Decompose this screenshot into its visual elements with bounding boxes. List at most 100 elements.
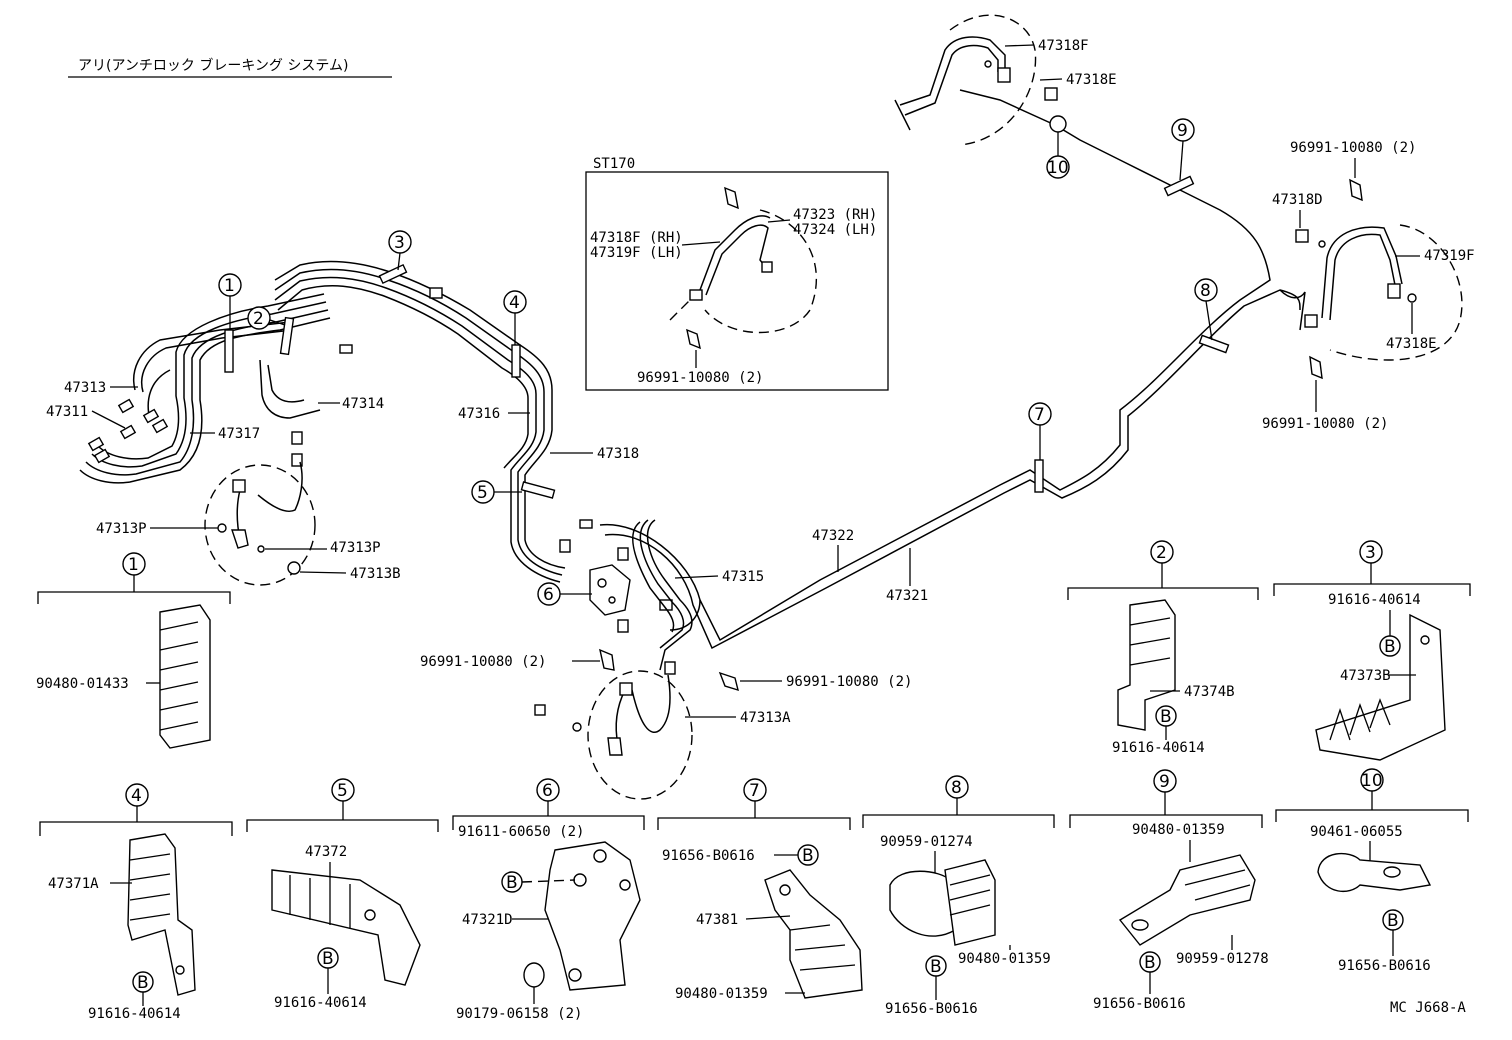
clamp-47374B [1117,599,1176,731]
label-47319F: 47319F [1424,248,1475,264]
label-91656-B0616-p8: 91656-B0616 [885,1001,978,1017]
label-96991-left: 96991-10080 (2) [420,654,546,670]
label-47321D: 47321D [462,912,513,928]
pipe-clamp-markers [224,175,1230,499]
svg-text:6: 6 [542,781,553,801]
svg-text:7: 7 [749,781,760,801]
svg-text:B: B [930,957,942,977]
main-part-labels: 47313 47311 47317 47314 47313P 47313P 47… [46,38,1475,726]
label-47318D: 47318D [1272,192,1323,208]
svg-text:6: 6 [543,585,554,605]
svg-text:3: 3 [394,233,405,253]
label-91616-40614-p5: 91616-40614 [274,995,367,1011]
clamp-47373B [1315,613,1446,761]
label-96991-top-right: 96991-10080 (2) [1290,140,1416,156]
svg-text:B: B [1144,953,1156,973]
label-47318E-right: 47318E [1386,336,1437,352]
detail-panel-2: 2 47374B B 91616-40614 [1067,540,1259,756]
svg-text:B: B [802,846,814,866]
label-47313: 47313 [64,380,106,396]
svg-text:B: B [1384,637,1396,657]
svg-text:B: B [137,973,149,993]
label-90480-01359-p7: 90480-01359 [675,986,768,1002]
front-left-brake-hose [204,461,316,586]
label-91616-40614-p2: 91616-40614 [1112,740,1205,756]
st170-47323-label: 47323 (RH) [793,207,877,223]
svg-text:5: 5 [337,781,348,801]
svg-text:B: B [1160,707,1172,727]
callout-4-main: 4 [503,290,527,345]
label-91616-40614-p4: 91616-40614 [88,1006,181,1022]
detail-panel-1: 1 90480-01433 [36,552,231,749]
label-47318: 47318 [597,446,639,462]
label-47313B: 47313B [350,566,401,582]
abs-actuator-block [589,519,693,671]
st170-47324-label: 47324 (LH) [793,222,877,238]
bracket-47381 [764,869,863,999]
label-47371A: 47371A [48,876,99,892]
callout-7-main: 7 [1028,402,1052,460]
detail-panel-5: 5 47372 B 91616-40614 [246,778,439,1011]
rear-center-brake-hose [534,648,739,800]
svg-text:7: 7 [1034,405,1045,425]
clamp-90480-01433 [159,604,211,749]
svg-text:1: 1 [128,555,139,575]
label-90959-01274: 90959-01274 [880,834,973,850]
callout-6-main: 6 [537,582,592,606]
label-47311: 47311 [46,404,88,420]
label-91611-60650: 91611-60650 (2) [458,824,584,840]
bracket-47321D [544,841,641,991]
label-47313A: 47313A [740,710,791,726]
detail-panel-3: 3 91616-40614 B 47373B [1273,540,1471,761]
callout-10-main: 10 [1046,132,1070,179]
detail-panel-4: 4 47371A B 91616-40614 [39,783,233,1022]
label-47374B: 47374B [1184,684,1235,700]
label-47318E-top: 47318E [1066,72,1117,88]
svg-text:2: 2 [1156,543,1167,563]
svg-text:5: 5 [477,483,488,503]
svg-text:4: 4 [131,786,142,806]
detail-panel-8: 8 90959-01274 B 91656-B0616 90480-01359 [862,775,1055,1017]
callout-3-main: 3 [388,230,412,271]
detail-panel-10: 10 90461-06055 B 91656-B0616 [1275,768,1469,974]
clamp-47371A [127,833,196,996]
svg-text:2: 2 [253,309,264,329]
svg-text:B: B [1387,911,1399,931]
label-47373B: 47373B [1340,668,1391,684]
detail-panel-7: 7 91656-B0616 B 47381 90480-01359 [657,778,863,1002]
label-91616-40614-p3: 91616-40614 [1328,592,1421,608]
callout-2-main: 2 [247,306,286,330]
svg-text:10: 10 [1361,771,1383,791]
callout-5-main: 5 [471,480,522,504]
label-90480-01359-p9: 90480-01359 [1132,822,1225,838]
svg-text:8: 8 [1200,281,1211,301]
detail-panel-9: 9 90480-01359 B 91656-B0616 90959-01278 [1069,769,1269,1012]
callout-1-main: 1 [218,273,242,330]
front-pipe-bundle [79,260,566,583]
label-90461-06055: 90461-06055 [1310,824,1403,840]
clamp-47372 [271,869,421,986]
rear-right-wheel-hose [1279,178,1463,380]
svg-text:9: 9 [1159,772,1170,792]
main-callouts: 1 2 3 4 5 6 7 8 9 10 [218,118,1218,606]
st170-47319F-label: 47319F (LH) [590,245,683,261]
label-90480-01359-p8: 90480-01359 [958,951,1051,967]
svg-text:4: 4 [509,293,520,313]
st170-47318F-label: 47318F (RH) [590,230,683,246]
diagram-title: アリ(アンチロック ブレーキング システム) [78,57,348,74]
label-47317: 47317 [218,426,260,442]
rear-pipes [599,89,1301,650]
svg-text:8: 8 [951,778,962,798]
label-47313P-b: 47313P [330,540,381,556]
label-96991-right: 96991-10080 (2) [786,674,912,690]
detail-panel-6: 6 91611-60650 (2) B 47321D 90179-06158 (… [452,778,645,1022]
clip-90461-06055 [1317,852,1432,893]
label-47315: 47315 [722,569,764,585]
st170-96991-label: 96991-10080 (2) [637,370,763,386]
label-91656-B0616-p9: 91656-B0616 [1093,996,1186,1012]
st170-inset: ST170 47323 (RH) 47324 (LH) 47318F (RH) … [585,156,889,391]
label-47314: 47314 [342,396,384,412]
svg-text:B: B [322,949,334,969]
pipe-fittings [87,287,676,675]
